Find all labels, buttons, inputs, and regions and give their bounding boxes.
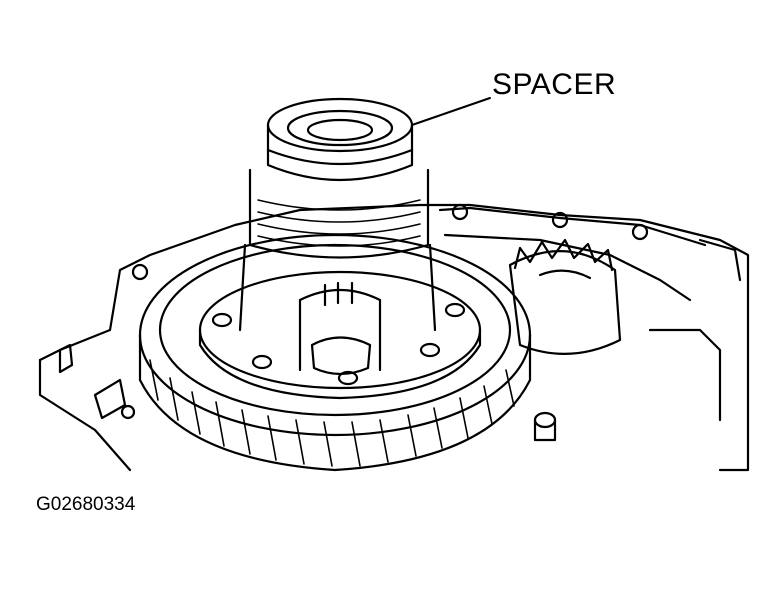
pinion-gear [508, 238, 622, 355]
figure-id-label: G02680334 [36, 494, 136, 515]
ring-gear [138, 233, 532, 472]
spacer-ring [266, 97, 414, 182]
callout-leader-line [411, 97, 491, 126]
differential-case [198, 243, 482, 400]
case-bolt [533, 411, 557, 442]
bearing-housing [248, 168, 430, 259]
spacer-callout-label: SPACER [492, 68, 617, 101]
